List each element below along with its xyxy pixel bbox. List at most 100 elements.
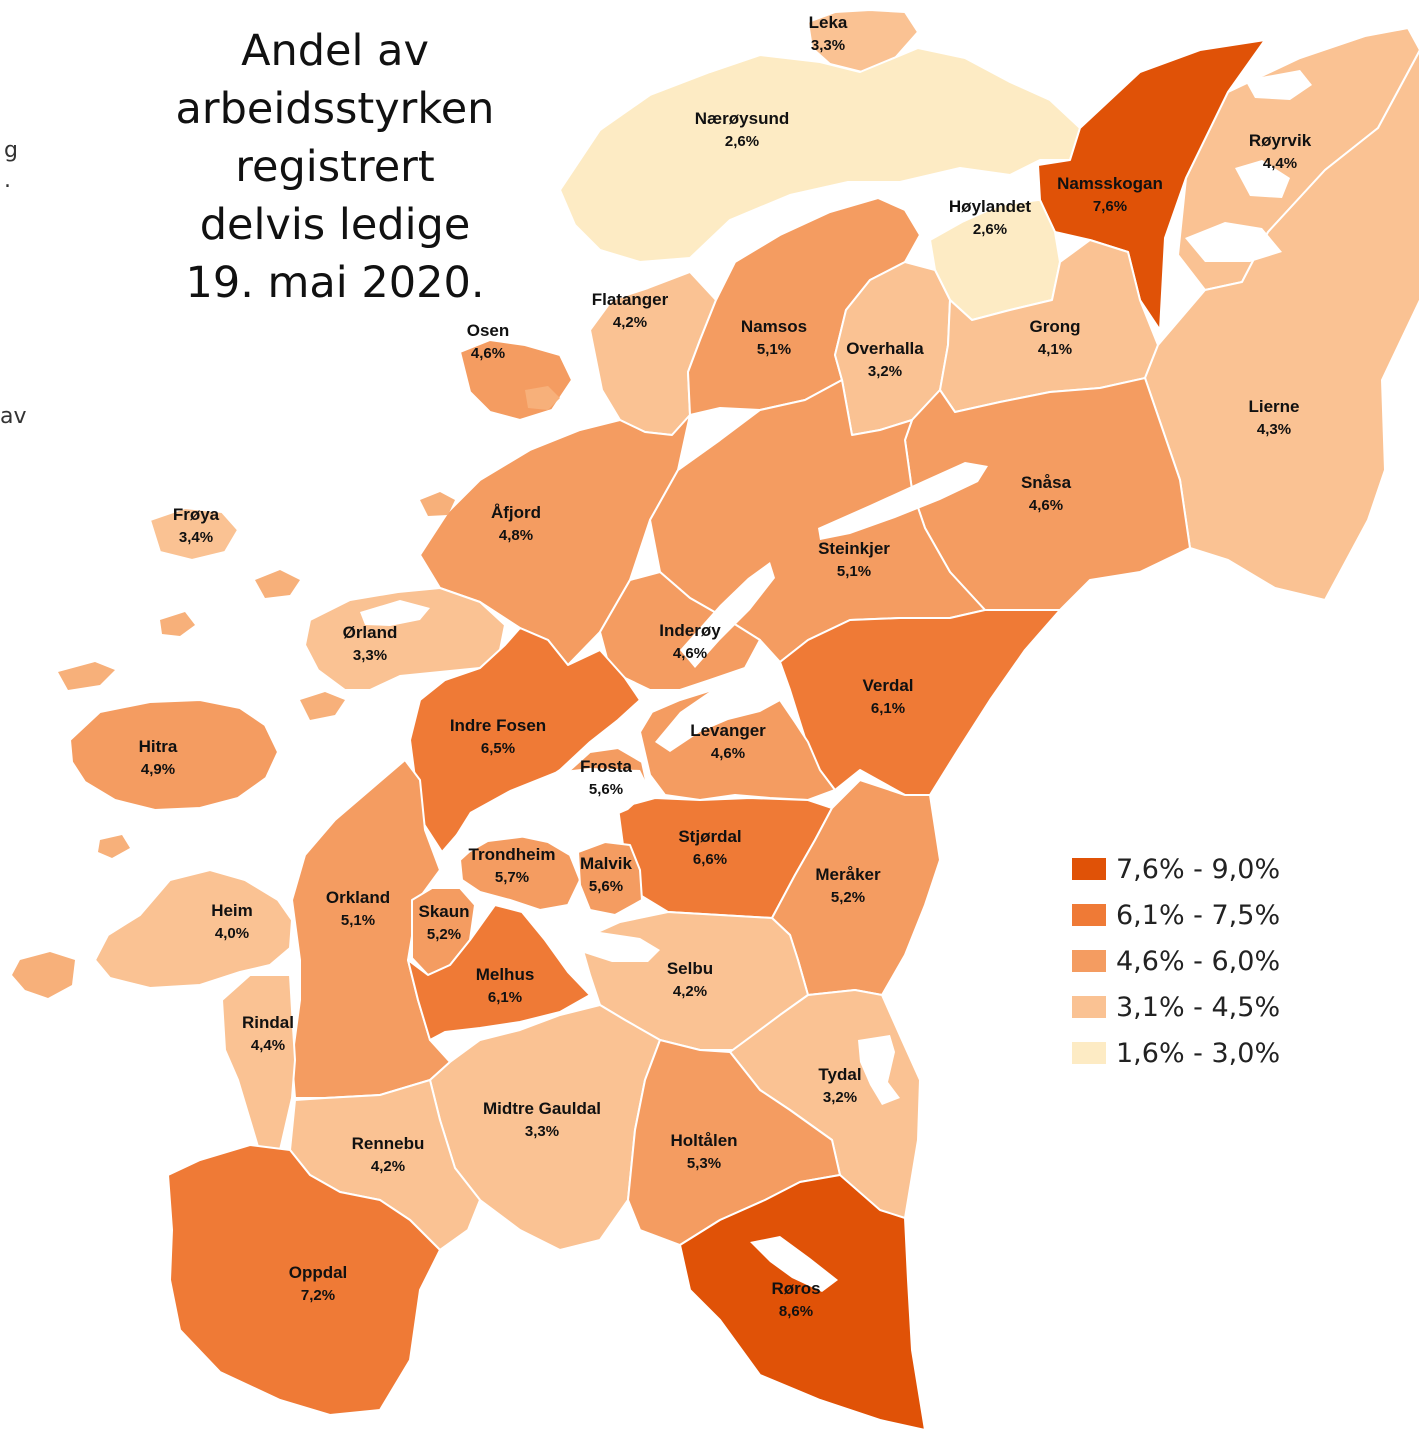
municipality-value-stjordal: 6,6% (693, 851, 727, 868)
municipality-value-osen: 4,6% (471, 345, 505, 362)
municipality-value-afjord: 4,8% (499, 527, 533, 544)
lake-shape (750, 1236, 838, 1292)
municipality-value-verdal: 6,1% (871, 700, 905, 717)
legend-item: 6,1% - 7,5% (1072, 892, 1280, 938)
municipality-name-oppdal: Oppdal (289, 1263, 348, 1282)
legend-swatch (1072, 858, 1106, 880)
lake-shape (555, 932, 660, 962)
municipality-name-leka: Leka (809, 13, 848, 32)
lake-shape (858, 1035, 900, 1105)
municipality-name-steinkjer: Steinkjer (818, 539, 890, 558)
municipality-value-indre-fosen: 6,5% (481, 740, 515, 757)
lake-shape (680, 562, 775, 668)
legend-swatch (1072, 996, 1106, 1018)
region-hitra (69, 699, 279, 811)
municipality-name-osen: Osen (467, 321, 510, 340)
lakes-and-fjords (250, 70, 1312, 1292)
legend-item: 4,6% - 6,0% (1072, 938, 1280, 984)
municipality-value-inderoy: 4,6% (673, 645, 707, 662)
municipality-value-snasa: 4,6% (1029, 497, 1063, 514)
map-legend: 7,6% - 9,0% 6,1% - 7,5% 4,6% - 6,0% 3,1%… (1072, 846, 1280, 1076)
municipality-value-frosta: 5,6% (589, 781, 623, 798)
municipality-value-leka: 3,3% (811, 37, 845, 54)
lake-shape (655, 680, 782, 752)
coastal-islets (12, 386, 560, 998)
municipality-value-froya: 3,4% (179, 529, 213, 546)
region-roros (679, 1174, 926, 1431)
municipality-name-malvik: Malvik (580, 854, 633, 873)
municipality-name-verdal: Verdal (862, 676, 913, 695)
islet-shape (525, 386, 560, 410)
municipality-name-hoylandet: Høylandet (949, 197, 1032, 216)
municipality-value-namsskogan: 7,6% (1093, 198, 1127, 215)
municipality-value-royrvik: 4,4% (1263, 155, 1297, 172)
municipality-value-orkland: 5,1% (341, 912, 375, 929)
municipality-name-indre-fosen: Indre Fosen (450, 716, 546, 735)
municipality-value-trondheim: 5,7% (495, 869, 529, 886)
region-oppdal (167, 1144, 441, 1416)
municipality-name-inderoy: Inderøy (659, 621, 721, 640)
municipality-value-orland: 3,3% (353, 647, 387, 664)
municipality-value-rennebu: 4,2% (371, 1158, 405, 1175)
municipality-name-lierne: Lierne (1248, 397, 1299, 416)
region-malvik (577, 841, 643, 916)
municipality-name-grong: Grong (1030, 317, 1081, 336)
islet-shape (12, 952, 75, 998)
region-holtalen (627, 1039, 841, 1246)
municipality-name-levanger: Levanger (690, 721, 766, 740)
municipality-name-rennebu: Rennebu (352, 1134, 425, 1153)
municipality-value-overhalla: 3,2% (868, 363, 902, 380)
municipality-value-holtalen: 5,3% (687, 1155, 721, 1172)
lake-shape (360, 600, 430, 626)
municipality-value-malvik: 5,6% (589, 878, 623, 895)
municipality-name-royrvik: Røyrvik (1249, 131, 1312, 150)
municipality-name-tydal: Tydal (818, 1065, 861, 1084)
municipality-value-tydal: 3,2% (823, 1089, 857, 1106)
municipality-value-hitra: 4,9% (141, 761, 175, 778)
region-namsskogan (1037, 39, 1266, 331)
region-indre-fosen (409, 627, 641, 853)
legend-swatch (1072, 1042, 1106, 1064)
municipality-name-melhus: Melhus (476, 965, 535, 984)
municipality-value-flatanger: 4,2% (613, 314, 647, 331)
municipality-value-steinkjer: 5,1% (837, 563, 871, 580)
municipality-name-hitra: Hitra (139, 737, 178, 756)
title-line-2: arbeidsstyrken (175, 84, 495, 134)
lake-shape (250, 845, 300, 878)
municipality-name-snasa: Snåsa (1021, 473, 1072, 492)
municipality-name-midtre-gauldal: Midtre Gauldal (483, 1099, 601, 1118)
region-leka (807, 9, 919, 73)
cropped-text-fragment: av (0, 404, 27, 429)
municipality-value-oppdal: 7,2% (301, 1287, 335, 1304)
region-rindal (221, 974, 296, 1161)
municipality-value-meraker: 5,2% (831, 889, 865, 906)
municipality-value-levanger: 4,6% (711, 745, 745, 762)
municipality-areas (69, 9, 1421, 1431)
municipality-value-lierne: 4,3% (1257, 421, 1291, 438)
islet-shape (420, 492, 455, 516)
title-line-4: delvis ledige (199, 200, 471, 250)
lake-shape (1185, 222, 1282, 262)
municipality-value-midtre-gauldal: 3,3% (525, 1123, 559, 1140)
municipality-value-skaun: 5,2% (427, 926, 461, 943)
title-line-5: 19. mai 2020. (185, 258, 485, 308)
municipality-name-namsskogan: Namsskogan (1057, 174, 1163, 193)
municipality-labels: Leka3,3%Nærøysund2,6%Røyrvik4,4%Namsskog… (139, 13, 1312, 1320)
municipality-name-froya: Frøya (173, 505, 220, 524)
municipality-value-grong: 4,1% (1038, 341, 1072, 358)
municipality-name-trondheim: Trondheim (469, 845, 556, 864)
cropped-text-fragment: g (4, 138, 18, 163)
municipality-name-afjord: Åfjord (491, 503, 541, 522)
municipality-name-orkland: Orkland (326, 888, 390, 907)
region-melhus (407, 904, 591, 1041)
lake-shape (818, 462, 988, 540)
legend-label: 6,1% - 7,5% (1116, 899, 1281, 931)
title-line-3: registrert (235, 142, 435, 192)
municipality-value-namsos: 5,1% (757, 341, 791, 358)
legend-item: 7,6% - 9,0% (1072, 846, 1280, 892)
municipality-name-holtalen: Holtålen (670, 1131, 737, 1150)
municipality-name-frosta: Frosta (580, 757, 633, 776)
islet-shape (160, 612, 195, 636)
